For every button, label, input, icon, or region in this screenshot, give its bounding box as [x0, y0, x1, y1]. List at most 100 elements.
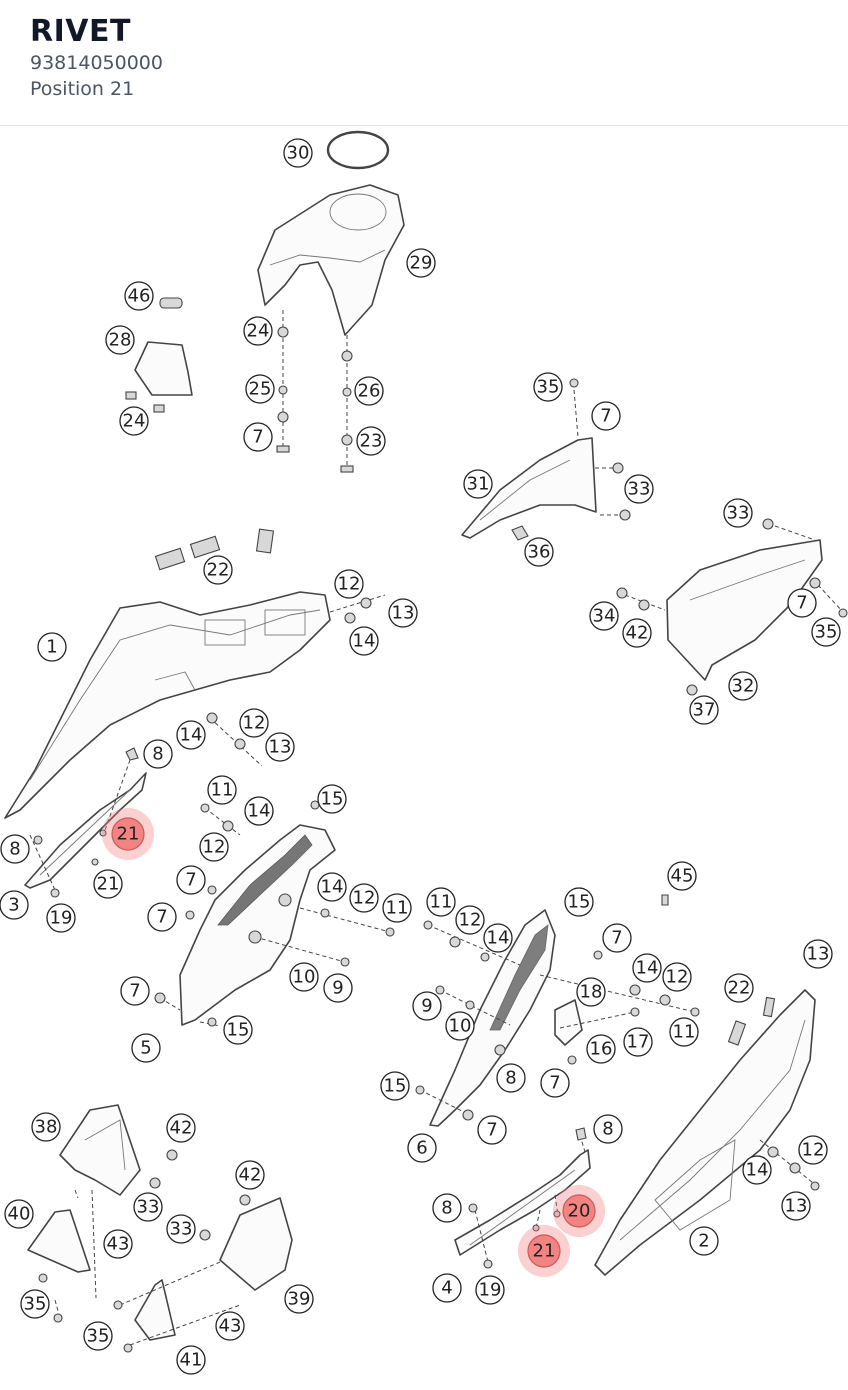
- callout[interactable]: 2: [689, 1226, 719, 1256]
- callout[interactable]: 10: [445, 1011, 475, 1041]
- callout[interactable]: 16: [586, 1034, 616, 1064]
- callout[interactable]: 30: [283, 138, 313, 168]
- callout-circle: [432, 1193, 462, 1223]
- callout[interactable]: 11: [207, 775, 237, 805]
- callout[interactable]: 14: [742, 1155, 772, 1185]
- callout-label: 14: [180, 725, 203, 746]
- callout[interactable]: 14: [244, 796, 274, 826]
- callout[interactable]: 7: [477, 1115, 507, 1145]
- callout[interactable]: 9: [412, 991, 442, 1021]
- callout[interactable]: 18: [576, 977, 606, 1007]
- callout-circle: [223, 1015, 253, 1045]
- callout[interactable]: 11: [669, 1017, 699, 1047]
- callout[interactable]: 12: [199, 832, 229, 862]
- callout[interactable]: 7: [602, 923, 632, 953]
- callout[interactable]: 33: [723, 498, 753, 528]
- callout[interactable]: 14: [317, 872, 347, 902]
- callout[interactable]: 34: [589, 601, 619, 631]
- callout[interactable]: 39: [284, 1284, 314, 1314]
- callout[interactable]: 5: [131, 1033, 161, 1063]
- callout[interactable]: 23: [356, 426, 386, 456]
- callout[interactable]: 17: [623, 1027, 653, 1057]
- callout[interactable]: 12: [662, 962, 692, 992]
- callout[interactable]: 22: [203, 555, 233, 585]
- callout[interactable]: 8: [432, 1193, 462, 1223]
- callout[interactable]: 28: [105, 325, 135, 355]
- callout[interactable]: 36: [524, 537, 554, 567]
- callout[interactable]: 4: [432, 1273, 462, 1303]
- callout-label: 42: [170, 1118, 193, 1139]
- callout[interactable]: 15: [564, 887, 594, 917]
- callout[interactable]: 12: [334, 569, 364, 599]
- callout[interactable]: 14: [349, 626, 379, 656]
- callout[interactable]: 15: [317, 784, 347, 814]
- callout[interactable]: 42: [235, 1160, 265, 1190]
- callout[interactable]: 12: [798, 1135, 828, 1165]
- callout[interactable]: 46: [124, 281, 154, 311]
- callout[interactable]: 8: [143, 739, 173, 769]
- callout[interactable]: 11: [426, 887, 456, 917]
- callout[interactable]: 14: [632, 953, 662, 983]
- callout[interactable]: 10: [289, 962, 319, 992]
- callout[interactable]: 35: [533, 372, 563, 402]
- callout[interactable]: 14: [483, 923, 513, 953]
- callout[interactable]: 22: [724, 973, 754, 1003]
- right-lower-panel: [594, 989, 816, 1276]
- callout[interactable]: 7: [540, 1068, 570, 1098]
- callout[interactable]: 21: [93, 869, 123, 899]
- callout[interactable]: 8: [0, 834, 30, 864]
- callout[interactable]: 19: [46, 903, 76, 933]
- callout[interactable]: 42: [622, 618, 652, 648]
- callout[interactable]: 24: [119, 406, 149, 436]
- callout[interactable]: 38: [31, 1112, 61, 1142]
- callout[interactable]: 37: [689, 695, 719, 725]
- callout[interactable]: 43: [215, 1311, 245, 1341]
- callout[interactable]: 7: [243, 422, 273, 452]
- callout[interactable]: 42: [166, 1113, 196, 1143]
- callout[interactable]: 12: [239, 708, 269, 738]
- callout[interactable]: 35: [811, 617, 841, 647]
- callout[interactable]: 9: [323, 973, 353, 1003]
- callout[interactable]: 13: [781, 1191, 811, 1221]
- callout[interactable]: 12: [349, 883, 379, 913]
- callout[interactable]: 13: [265, 732, 295, 762]
- callout-label: 13: [807, 944, 830, 965]
- callout[interactable]: 19: [475, 1275, 505, 1305]
- callout[interactable]: 7: [591, 401, 621, 431]
- callout[interactable]: 41: [176, 1345, 206, 1375]
- callout[interactable]: 6: [407, 1133, 437, 1163]
- callout[interactable]: 32: [728, 671, 758, 701]
- callout[interactable]: 7: [176, 865, 206, 895]
- callout[interactable]: 8: [496, 1063, 526, 1093]
- callout[interactable]: 7: [787, 588, 817, 618]
- callout[interactable]: 1: [37, 632, 67, 662]
- callout-highlighted[interactable]: 21: [518, 1225, 570, 1277]
- callout[interactable]: 11: [382, 893, 412, 923]
- callout[interactable]: 33: [133, 1192, 163, 1222]
- callout[interactable]: 13: [803, 939, 833, 969]
- callout[interactable]: 29: [406, 248, 436, 278]
- callout[interactable]: 43: [103, 1229, 133, 1259]
- callout[interactable]: 35: [20, 1289, 50, 1319]
- callout[interactable]: 24: [243, 316, 273, 346]
- callout[interactable]: 26: [354, 376, 384, 406]
- callout[interactable]: 8: [593, 1114, 623, 1144]
- callout-highlighted[interactable]: 21: [102, 808, 154, 860]
- callout-label: 43: [107, 1234, 130, 1255]
- callout[interactable]: 3: [0, 890, 29, 920]
- callout[interactable]: 13: [388, 598, 418, 628]
- callout[interactable]: 33: [166, 1214, 196, 1244]
- callout[interactable]: 12: [455, 905, 485, 935]
- callout[interactable]: 31: [463, 469, 493, 499]
- callout[interactable]: 15: [380, 1071, 410, 1101]
- callout[interactable]: 15: [223, 1015, 253, 1045]
- callout[interactable]: 40: [4, 1199, 34, 1229]
- callout[interactable]: 14: [176, 720, 206, 750]
- callout[interactable]: 25: [245, 374, 275, 404]
- callout[interactable]: 33: [624, 474, 654, 504]
- callout-highlighted[interactable]: 20: [553, 1185, 605, 1237]
- callout[interactable]: 45: [667, 861, 697, 891]
- callout[interactable]: 7: [147, 902, 177, 932]
- callout[interactable]: 7: [120, 976, 150, 1006]
- callout[interactable]: 35: [83, 1321, 113, 1351]
